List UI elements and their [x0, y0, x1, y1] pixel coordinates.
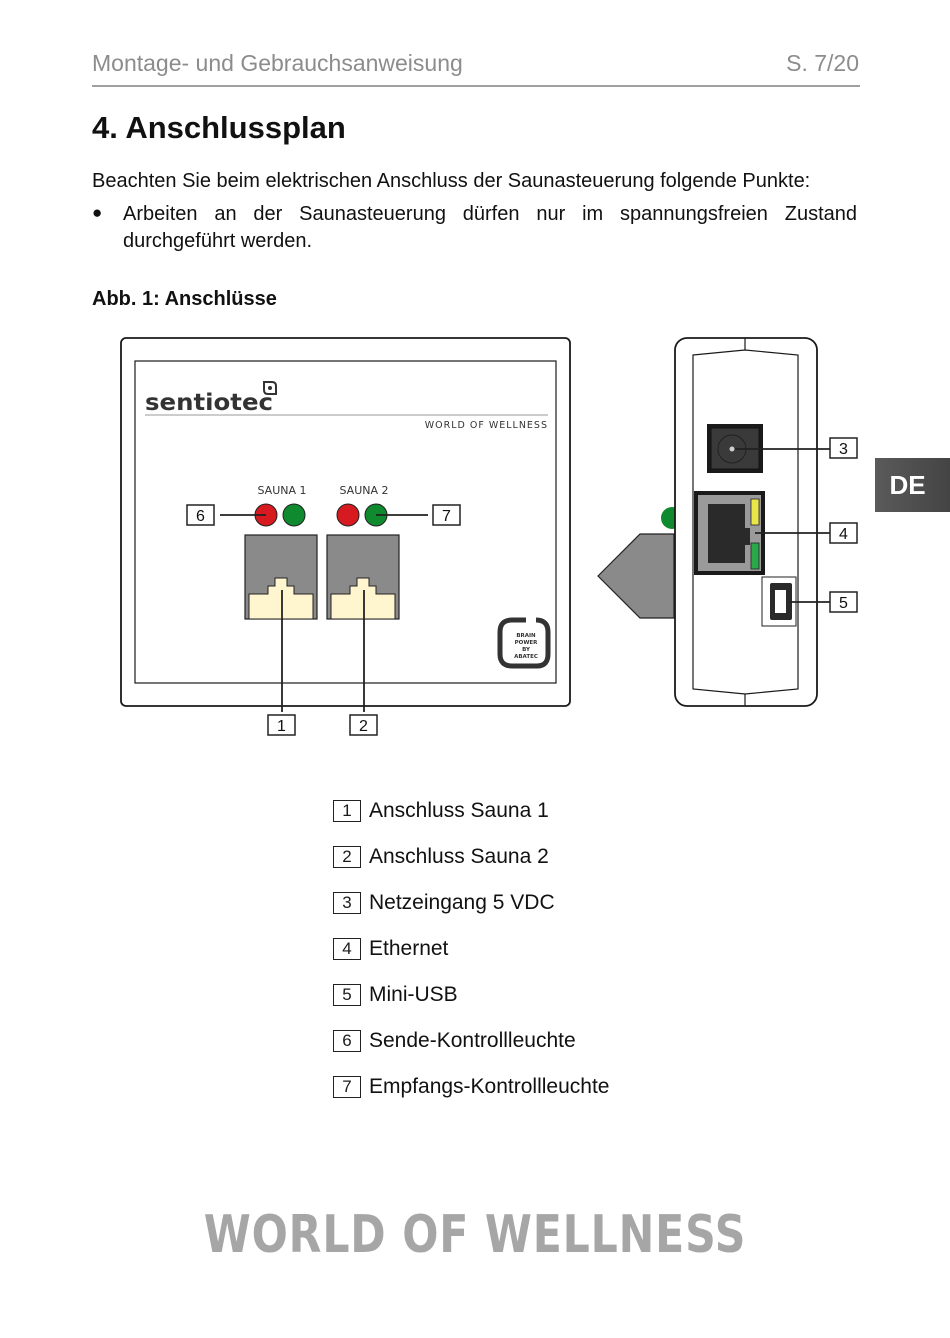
svg-text:BY: BY	[522, 647, 531, 653]
legend-number: 2	[333, 846, 361, 868]
callout-3: 3	[735, 437, 858, 459]
sauna2-send-led	[336, 503, 360, 527]
legend-label: Anschluss Sauna 2	[369, 845, 549, 868]
legend-number: 4	[333, 938, 361, 960]
callout-7: 7	[376, 504, 461, 526]
section-heading: 4. Anschlussplan	[92, 110, 346, 145]
svg-text:POWER: POWER	[515, 640, 539, 646]
svg-text:1: 1	[277, 718, 286, 735]
bullet-text: Arbeiten an der Saunasteuerung dürfen nu…	[123, 203, 857, 252]
page-number: S. 7/20	[786, 50, 859, 76]
brand-logo-text: sentiotec	[145, 390, 273, 416]
callout-4: 4	[755, 522, 858, 544]
legend-item: 7 Empfangs-Kontrollleuchte	[333, 1074, 693, 1100]
sauna1-receive-led	[282, 503, 306, 527]
legend-label: Netzeingang 5 VDC	[369, 891, 555, 914]
legend-label: Sende-Kontrollleuchte	[369, 1029, 576, 1052]
svg-text:4: 4	[839, 526, 848, 543]
legend-item: 5 Mini-USB	[333, 982, 693, 1008]
intro-text: Beachten Sie beim elektrischen Anschluss…	[92, 170, 811, 192]
svg-text:5: 5	[839, 595, 848, 612]
legend-label: Mini-USB	[369, 983, 458, 1006]
callout-1: 1	[267, 590, 296, 736]
sauna1-port	[244, 534, 318, 620]
callout-2: 2	[349, 590, 378, 736]
legend-number: 1	[333, 800, 361, 822]
tagline-text: WORLD OF WELLNESS	[425, 420, 548, 431]
sauna2-label: SAUNA 2	[339, 484, 388, 497]
figure-caption: Abb. 1: Anschlüsse	[92, 288, 277, 310]
svg-text:BRAIN: BRAIN	[516, 633, 536, 639]
legend-item: 1 Anschluss Sauna 1	[333, 798, 693, 824]
legend-item: 2 Anschluss Sauna 2	[333, 844, 693, 870]
abatec-badge: BRAIN POWER BY ABATEC	[497, 617, 551, 669]
sauna2-port	[326, 534, 400, 620]
svg-text:3: 3	[839, 441, 848, 458]
legend-number: 6	[333, 1030, 361, 1052]
front-view: sentiotec WORLD OF WELLNESS SAUNA 1 SAUN…	[120, 337, 571, 736]
brand-leaf-icon	[263, 381, 277, 395]
svg-text:6: 6	[196, 508, 205, 525]
legend-label: Ethernet	[369, 937, 449, 960]
header-divider	[92, 85, 860, 87]
side-view: 3 4 5	[674, 337, 858, 707]
legend-label: Empfangs-Kontrollleuchte	[369, 1075, 610, 1098]
svg-text:7: 7	[442, 508, 451, 525]
language-tab: DE	[875, 458, 950, 512]
view-direction-arrow	[597, 507, 683, 619]
sauna1-label: SAUNA 1	[257, 484, 306, 497]
legend-number: 5	[333, 984, 361, 1006]
svg-text:ABATEC: ABATEC	[514, 654, 538, 660]
legend-number: 3	[333, 892, 361, 914]
power-jack	[707, 424, 763, 473]
legend-number: 7	[333, 1076, 361, 1098]
bullet-marker: ●	[92, 203, 103, 222]
legend-item: 3 Netzeingang 5 VDC	[333, 890, 693, 916]
legend-label: Anschluss Sauna 1	[369, 799, 549, 822]
legend-item: 4 Ethernet	[333, 936, 693, 962]
connection-diagram: sentiotec WORLD OF WELLNESS SAUNA 1 SAUN…	[120, 337, 858, 736]
callout-5: 5	[790, 591, 858, 613]
svg-text:2: 2	[359, 718, 368, 735]
ethernet-port	[694, 491, 765, 575]
legend-item: 6 Sende-Kontrollleuchte	[333, 1028, 693, 1054]
header-title: Montage- und Gebrauchsanweisung	[92, 50, 463, 76]
callout-6: 6	[186, 504, 266, 526]
footer-brand: WORLD OF WELLNESS	[203, 1205, 747, 1265]
